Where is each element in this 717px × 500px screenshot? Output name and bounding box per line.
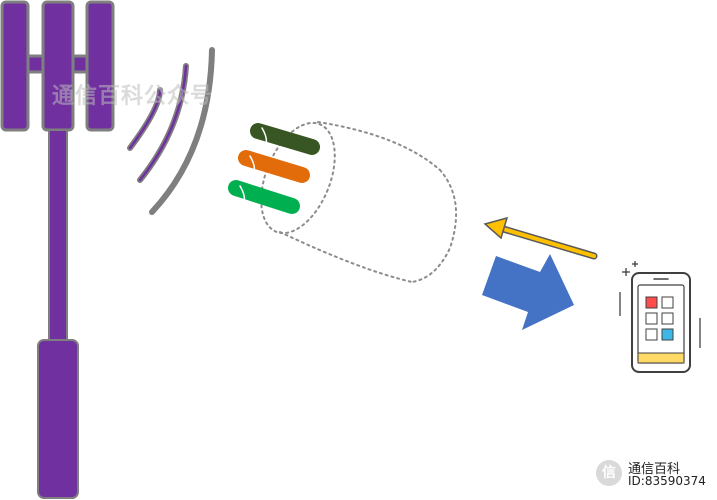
beam-highlight-3 xyxy=(239,185,246,205)
tower-antenna-left xyxy=(0,0,30,132)
radio-waves-icon xyxy=(127,47,215,215)
app-tile-cyan xyxy=(661,328,674,341)
watermark-badge-icon: 信 xyxy=(596,460,622,486)
watermark-top-text: 通信百科公众号 xyxy=(52,84,214,109)
phone-bottom-bar xyxy=(637,352,685,364)
watermark-id: ID:83590374 xyxy=(628,474,706,488)
app-tile-red xyxy=(645,296,658,309)
cylinder-back-end xyxy=(411,169,458,283)
app-tile xyxy=(661,312,674,325)
beam-orange xyxy=(238,150,310,183)
cylinder-bottom-edge xyxy=(279,231,413,283)
signal-beams xyxy=(228,123,320,214)
wave-large xyxy=(149,47,215,215)
cell-tower-icon xyxy=(0,0,115,499)
tower-mast xyxy=(48,129,68,343)
tower-antenna-right xyxy=(85,0,115,132)
app-tile xyxy=(661,296,674,309)
phone-screen xyxy=(637,284,685,364)
cylinder-top-edge xyxy=(317,121,441,171)
tower-antenna-center xyxy=(41,0,75,132)
uplink-arrow-icon xyxy=(483,216,598,260)
beam-green xyxy=(228,180,300,214)
smartphone-icon xyxy=(619,261,701,373)
watermark-name: 通信百科 xyxy=(628,462,681,477)
downlink-arrow-icon xyxy=(482,254,574,330)
wave-medium-inner xyxy=(138,64,188,182)
beam-dark-green xyxy=(250,123,320,155)
app-tile xyxy=(645,312,658,325)
app-tile xyxy=(645,328,658,341)
wave-small-inner xyxy=(128,88,162,150)
uplink-arrow-head xyxy=(483,216,509,240)
uplink-arrow-shaft-fill xyxy=(498,226,596,258)
beam-highlight-1 xyxy=(261,127,268,147)
beam-highlight-2 xyxy=(249,155,256,175)
tower-base xyxy=(37,339,79,499)
